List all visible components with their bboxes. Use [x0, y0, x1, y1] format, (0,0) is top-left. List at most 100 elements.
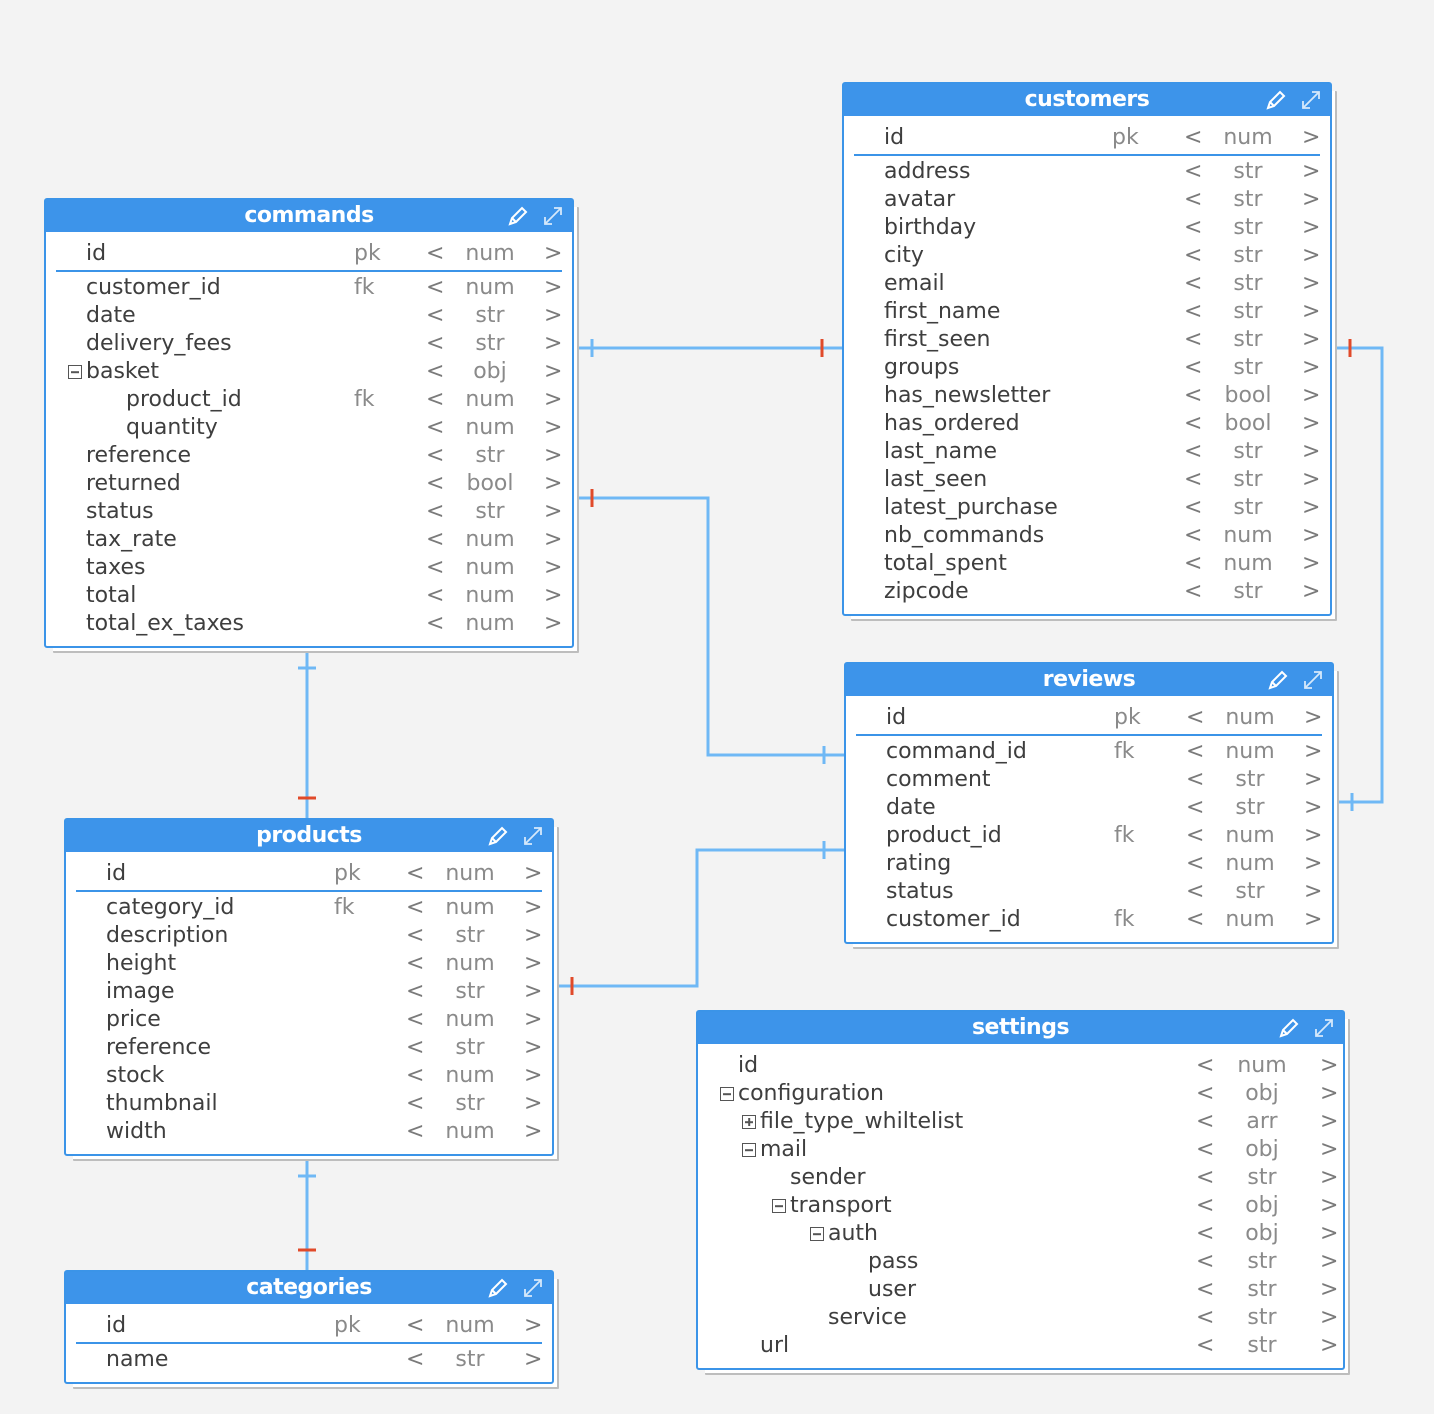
field-row-has-ordered[interactable]: has_ordered<bool> — [854, 410, 1320, 438]
move-right-arrow[interactable]: > — [1302, 523, 1321, 548]
link-customers-reviews[interactable] — [1330, 339, 1384, 811]
move-right-arrow[interactable]: > — [1302, 579, 1321, 604]
move-right-arrow[interactable]: > — [1302, 271, 1321, 296]
move-left-arrow[interactable]: < — [1186, 907, 1205, 932]
collapse-minus-icon[interactable] — [772, 1199, 786, 1213]
move-left-arrow[interactable]: < — [426, 443, 445, 468]
move-right-arrow[interactable]: > — [1304, 739, 1323, 764]
move-left-arrow[interactable]: < — [1184, 243, 1203, 268]
move-left-arrow[interactable]: < — [1184, 439, 1203, 464]
move-left-arrow[interactable]: < — [406, 951, 425, 976]
field-row-returned[interactable]: returned<bool> — [56, 470, 562, 498]
field-row-total-ex-taxes[interactable]: total_ex_taxes<num> — [56, 610, 562, 638]
move-left-arrow[interactable]: < — [1186, 851, 1205, 876]
move-left-arrow[interactable]: < — [426, 415, 445, 440]
move-right-arrow[interactable]: > — [544, 471, 563, 496]
collapse-minus-icon[interactable] — [720, 1087, 734, 1101]
move-left-arrow[interactable]: < — [1186, 795, 1205, 820]
move-right-arrow[interactable]: > — [544, 359, 563, 384]
move-right-arrow[interactable]: > — [1302, 243, 1321, 268]
move-left-arrow[interactable]: < — [1184, 495, 1203, 520]
move-left-arrow[interactable]: < — [1196, 1193, 1215, 1218]
move-left-arrow[interactable]: < — [426, 583, 445, 608]
move-right-arrow[interactable]: > — [544, 415, 563, 440]
move-right-arrow[interactable]: > — [1320, 1193, 1339, 1218]
move-right-arrow[interactable]: > — [1302, 187, 1321, 212]
move-right-arrow[interactable]: > — [544, 331, 563, 356]
link-commands-reviews[interactable] — [572, 489, 844, 764]
expand-icon[interactable] — [522, 825, 544, 847]
move-right-arrow[interactable]: > — [544, 583, 563, 608]
field-row-reference[interactable]: reference<str> — [56, 442, 562, 470]
move-right-arrow[interactable]: > — [1320, 1277, 1339, 1302]
move-left-arrow[interactable]: < — [426, 499, 445, 524]
move-right-arrow[interactable]: > — [524, 1063, 543, 1088]
field-row-city[interactable]: city<str> — [854, 242, 1320, 270]
field-row-delivery-fees[interactable]: delivery_fees<str> — [56, 330, 562, 358]
move-left-arrow[interactable]: < — [426, 387, 445, 412]
move-right-arrow[interactable]: > — [544, 275, 563, 300]
move-left-arrow[interactable]: < — [1184, 125, 1203, 150]
field-row-pass[interactable]: pass<str> — [708, 1248, 1338, 1276]
field-row-groups[interactable]: groups<str> — [854, 354, 1320, 382]
field-row-tax-rate[interactable]: tax_rate<num> — [56, 526, 562, 554]
move-left-arrow[interactable]: < — [426, 471, 445, 496]
move-left-arrow[interactable]: < — [1184, 551, 1203, 576]
field-row-address[interactable]: address<str> — [854, 158, 1320, 186]
move-left-arrow[interactable]: < — [1196, 1305, 1215, 1330]
edit-pencil-icon[interactable] — [506, 205, 530, 227]
field-row-comment[interactable]: comment<str> — [856, 766, 1322, 794]
move-left-arrow[interactable]: < — [1196, 1277, 1215, 1302]
field-row-date[interactable]: date<str> — [856, 794, 1322, 822]
move-right-arrow[interactable]: > — [524, 979, 543, 1004]
field-row-name[interactable]: name<str> — [76, 1346, 542, 1374]
move-right-arrow[interactable]: > — [1304, 851, 1323, 876]
move-left-arrow[interactable]: < — [1184, 523, 1203, 548]
move-left-arrow[interactable]: < — [406, 1063, 425, 1088]
field-row-description[interactable]: description<str> — [76, 922, 542, 950]
move-right-arrow[interactable]: > — [1320, 1333, 1339, 1358]
link-products-reviews[interactable] — [552, 841, 844, 995]
move-left-arrow[interactable]: < — [1186, 767, 1205, 792]
move-right-arrow[interactable]: > — [1320, 1109, 1339, 1134]
move-left-arrow[interactable]: < — [406, 895, 425, 920]
move-right-arrow[interactable]: > — [524, 923, 543, 948]
field-row-stock[interactable]: stock<num> — [76, 1062, 542, 1090]
move-left-arrow[interactable]: < — [426, 331, 445, 356]
move-right-arrow[interactable]: > — [544, 241, 563, 266]
move-left-arrow[interactable]: < — [1184, 383, 1203, 408]
move-left-arrow[interactable]: < — [426, 275, 445, 300]
link-commands-customers[interactable] — [572, 339, 842, 357]
move-left-arrow[interactable]: < — [406, 979, 425, 1004]
field-row-service[interactable]: service<str> — [708, 1304, 1338, 1332]
field-row-sender[interactable]: sender<str> — [708, 1164, 1338, 1192]
move-left-arrow[interactable]: < — [1186, 823, 1205, 848]
move-right-arrow[interactable]: > — [524, 951, 543, 976]
move-right-arrow[interactable]: > — [1320, 1165, 1339, 1190]
table-header[interactable]: reviews — [846, 664, 1332, 696]
move-left-arrow[interactable]: < — [406, 1347, 425, 1372]
field-row-basket[interactable]: basket<obj> — [56, 358, 562, 386]
move-left-arrow[interactable]: < — [1196, 1165, 1215, 1190]
move-left-arrow[interactable]: < — [1184, 215, 1203, 240]
field-row-total[interactable]: total<num> — [56, 582, 562, 610]
move-right-arrow[interactable]: > — [524, 1119, 543, 1144]
move-right-arrow[interactable]: > — [544, 387, 563, 412]
expand-icon[interactable] — [1300, 89, 1322, 111]
move-right-arrow[interactable]: > — [1302, 299, 1321, 324]
move-left-arrow[interactable]: < — [406, 1091, 425, 1116]
move-right-arrow[interactable]: > — [524, 895, 543, 920]
edit-pencil-icon[interactable] — [1266, 669, 1290, 691]
move-right-arrow[interactable]: > — [524, 1035, 543, 1060]
field-row-price[interactable]: price<num> — [76, 1006, 542, 1034]
